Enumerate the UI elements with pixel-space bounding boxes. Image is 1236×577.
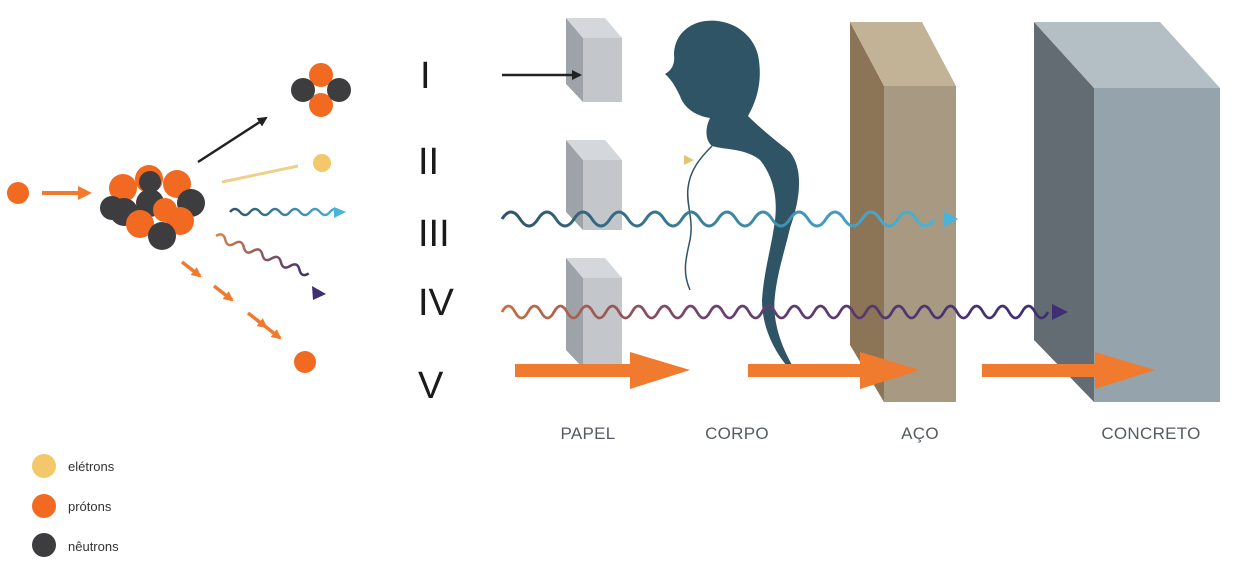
incoming-particle (7, 182, 29, 204)
ray-3-arrowhead (944, 211, 958, 227)
ray-label-4: IV (418, 282, 455, 324)
gamma-emission-arrowhead (334, 207, 346, 218)
paper-sheet-2 (566, 140, 622, 230)
alpha-emission-arrow (197, 116, 268, 164)
ray-3-wave (500, 210, 936, 228)
beta-particle (313, 154, 331, 172)
xray-emission-arrowhead (312, 286, 326, 300)
legend-electrons-label: elétrons (68, 459, 115, 474)
emitted-neutron (294, 351, 316, 373)
beta-emission-arrow (221, 164, 299, 184)
ray-label-3: III (418, 213, 450, 255)
ray-4-arrowhead (1052, 304, 1068, 320)
electron-swatch (32, 454, 56, 478)
body-silhouette (665, 20, 800, 372)
neutron-emission-arrows (180, 260, 282, 340)
nucleus (100, 165, 205, 250)
proton-swatch (32, 494, 56, 518)
neutron-swatch (32, 533, 56, 557)
ray-label-2: II (418, 141, 439, 183)
ray-labels: I II III IV V (418, 55, 455, 407)
label-paper: PAPEL (560, 424, 615, 443)
legend-neutrons: nêutrons (32, 533, 119, 557)
incoming-arrow (42, 186, 92, 200)
paper-sheet-3 (566, 258, 622, 368)
xray-emission-wave (215, 233, 310, 277)
ray-label-5: V (418, 365, 444, 407)
legend-neutrons-label: nêutrons (68, 539, 119, 554)
ray-label-1: I (420, 55, 431, 97)
barrier-labels: PAPEL CORPO AÇO CONCRETO (560, 424, 1200, 443)
concrete-block (1034, 22, 1220, 402)
legend-electrons: elétrons (32, 454, 115, 478)
alpha-particle (291, 63, 351, 117)
paper-sheets (566, 18, 622, 368)
ray-5-arrows (515, 352, 1155, 389)
label-steel: AÇO (901, 424, 939, 443)
gamma-emission-wave (229, 207, 341, 217)
legend-protons-label: prótons (68, 499, 112, 514)
label-body: CORPO (705, 424, 769, 443)
ray-2-arrowhead (684, 155, 694, 165)
decay-source (7, 63, 351, 373)
legend: elétrons prótons nêutrons (32, 454, 119, 557)
legend-protons: prótons (32, 494, 112, 518)
paper-sheet-1 (566, 18, 622, 102)
ray-4-wave (500, 304, 1050, 320)
label-concrete: CONCRETO (1101, 424, 1200, 443)
human-body (665, 20, 800, 372)
